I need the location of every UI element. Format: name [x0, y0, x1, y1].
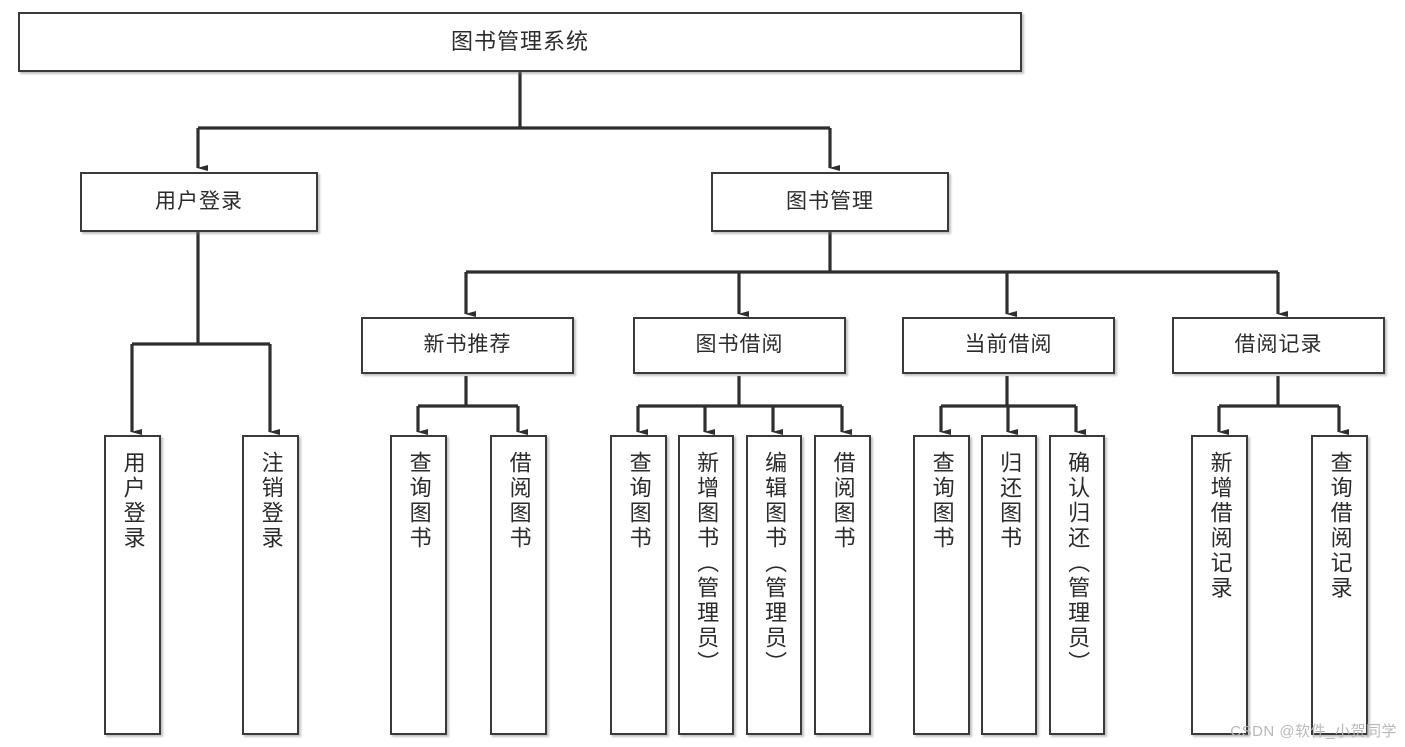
node-label: 查询图书	[929, 451, 955, 551]
node-label: 借阅记录	[1234, 333, 1323, 357]
node-label: 图书管理系统	[450, 29, 589, 55]
node-label: 新增图书（管理员）	[694, 451, 720, 676]
node-current-borrow[interactable]: 当前借阅	[902, 317, 1115, 374]
leaf-borrow-book[interactable]: 借阅图书	[814, 435, 871, 735]
node-label: 图书借阅	[695, 333, 784, 357]
node-book-management[interactable]: 图书管理	[711, 172, 949, 232]
leaf-edit-book-admin[interactable]: 编辑图书（管理员）	[746, 435, 802, 735]
leaf-borrow-book-recommend[interactable]: 借阅图书	[490, 435, 547, 735]
leaf-confirm-return-admin[interactable]: 确认归还（管理员）	[1049, 435, 1105, 735]
node-label: 用户登录	[155, 189, 243, 213]
node-label: 新增借阅记录	[1207, 451, 1233, 601]
node-label: 归还图书	[997, 451, 1023, 551]
leaf-query-borrow-record[interactable]: 查询借阅记录	[1311, 435, 1368, 735]
node-label: 借阅图书	[506, 451, 532, 551]
node-label: 用户登录	[120, 451, 146, 551]
node-label: 查询借阅记录	[1327, 451, 1353, 601]
node-root-system[interactable]: 图书管理系统	[18, 12, 1022, 72]
node-label: 查询图书	[406, 451, 432, 551]
node-label: 编辑图书（管理员）	[762, 451, 788, 676]
leaf-user-login[interactable]: 用户登录	[104, 435, 161, 735]
node-label: 图书管理	[786, 189, 874, 213]
node-new-book-recommend[interactable]: 新书推荐	[361, 317, 574, 374]
node-label: 查询图书	[626, 451, 652, 551]
leaf-return-book[interactable]: 归还图书	[981, 435, 1037, 735]
node-user-login[interactable]: 用户登录	[80, 172, 318, 232]
leaf-query-book-current[interactable]: 查询图书	[913, 435, 970, 735]
node-label: 借阅图书	[830, 451, 856, 551]
leaf-add-borrow-record[interactable]: 新增借阅记录	[1191, 435, 1248, 735]
leaf-query-book-recommend[interactable]: 查询图书	[390, 435, 447, 735]
leaf-user-logout[interactable]: 注销登录	[242, 435, 299, 735]
node-label: 确认归还（管理员）	[1065, 451, 1091, 676]
node-label: 当前借阅	[964, 333, 1053, 357]
node-borrow-record[interactable]: 借阅记录	[1172, 317, 1385, 374]
leaf-query-book-borrow[interactable]: 查询图书	[610, 435, 667, 735]
node-book-borrow[interactable]: 图书借阅	[633, 317, 846, 374]
leaf-add-book-admin[interactable]: 新增图书（管理员）	[678, 435, 734, 735]
node-label: 注销登录	[258, 451, 284, 551]
csdn-watermark: CSDN @软件_小贺同学	[1230, 723, 1397, 740]
node-label: 新书推荐	[423, 333, 512, 357]
